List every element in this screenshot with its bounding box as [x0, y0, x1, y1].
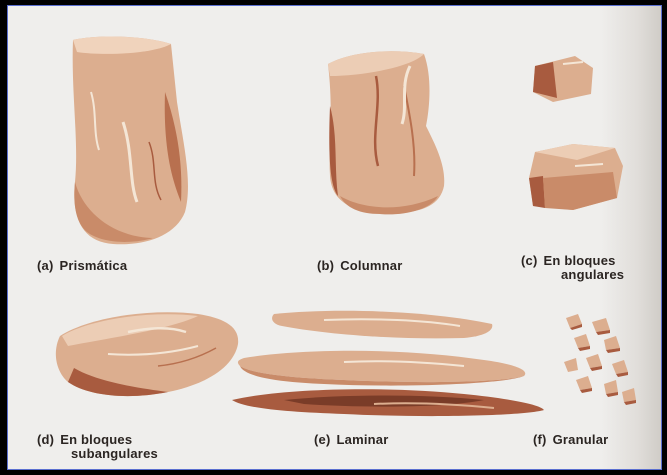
label-tag: (a): [37, 258, 54, 273]
label-tag: (c): [521, 253, 538, 268]
angular-block-top: [533, 56, 593, 102]
plate-top: [272, 311, 492, 339]
label-bloques-angulares: (c) En bloques angulares: [521, 254, 624, 282]
label-tag: (b): [317, 258, 334, 273]
label-name: Laminar: [337, 432, 389, 447]
label-name: Prismática: [60, 258, 128, 273]
label-tag: (d): [37, 432, 54, 447]
label-name: Columnar: [340, 258, 402, 273]
label-name: En bloques: [60, 432, 132, 447]
label-name: Granular: [553, 432, 609, 447]
angular-blocky-structure-icon: [513, 48, 633, 218]
label-laminar: (e) Laminar: [314, 433, 388, 447]
granular-structure-icon: [556, 308, 646, 408]
label-name-line2: subangulares: [37, 447, 158, 461]
label-columnar: (b) Columnar: [317, 259, 402, 273]
angular-block-bottom: [529, 144, 623, 210]
soil-structure-figure: (a) Prismática (b) Columnar (c) En bloques …: [7, 5, 662, 470]
label-bloques-subangulares: (d) En bloques subangulares: [37, 433, 158, 461]
label-tag: (f): [533, 432, 547, 447]
label-tag: (e): [314, 432, 331, 447]
label-name: En bloques: [544, 253, 616, 268]
subangular-blocky-structure-icon: [48, 296, 248, 406]
platy-structure-icon: [224, 304, 554, 422]
prismatic-structure-icon: [53, 32, 203, 252]
label-prismatica: (a) Prismática: [37, 259, 127, 273]
label-granular: (f) Granular: [533, 433, 608, 447]
label-name-line2: angulares: [521, 268, 624, 282]
columnar-structure-icon: [320, 46, 460, 221]
